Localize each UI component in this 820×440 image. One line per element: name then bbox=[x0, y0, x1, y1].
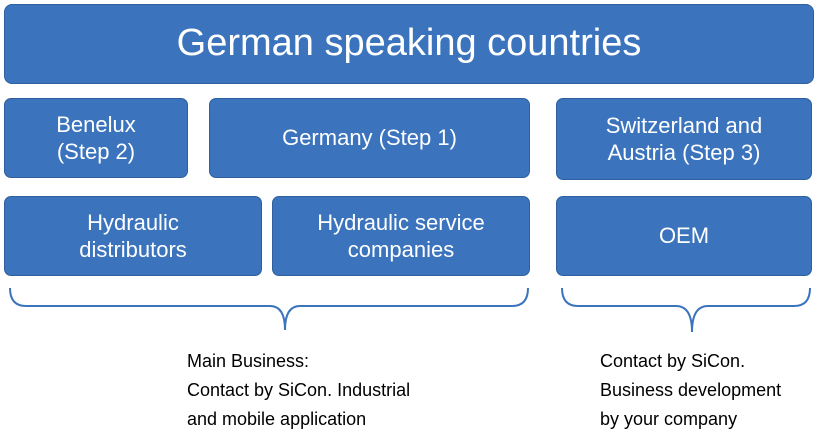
note-business-development: Contact by SiCon. Business development b… bbox=[600, 351, 782, 429]
right-brace bbox=[561, 287, 811, 333]
segment-hydraulic-distributors-box: Hydraulic distributors bbox=[4, 196, 262, 276]
segment-hydraulic-distributors-label: Hydraulic distributors bbox=[79, 209, 187, 263]
title-box: German speaking countries bbox=[4, 4, 814, 84]
region-switzerland-austria-box: Switzerland and Austria (Step 3) bbox=[556, 98, 812, 180]
region-benelux-label: Benelux (Step 2) bbox=[56, 111, 136, 165]
segment-oem-box: OEM bbox=[556, 196, 812, 276]
segment-hydraulic-service-box: Hydraulic service companies bbox=[272, 196, 530, 276]
region-benelux-box: Benelux (Step 2) bbox=[4, 98, 188, 178]
note-main-business: Main Business: Contact by SiCon. Industr… bbox=[187, 351, 411, 429]
region-germany-label: Germany (Step 1) bbox=[282, 125, 457, 151]
segment-hydraulic-service-label: Hydraulic service companies bbox=[317, 209, 485, 263]
diagram-title: German speaking countries bbox=[176, 22, 642, 65]
region-germany-box: Germany (Step 1) bbox=[209, 98, 530, 178]
segment-oem-label: OEM bbox=[658, 223, 710, 249]
region-switzerland-austria-label: Switzerland and Austria (Step 3) bbox=[605, 112, 763, 166]
left-brace bbox=[9, 287, 529, 331]
